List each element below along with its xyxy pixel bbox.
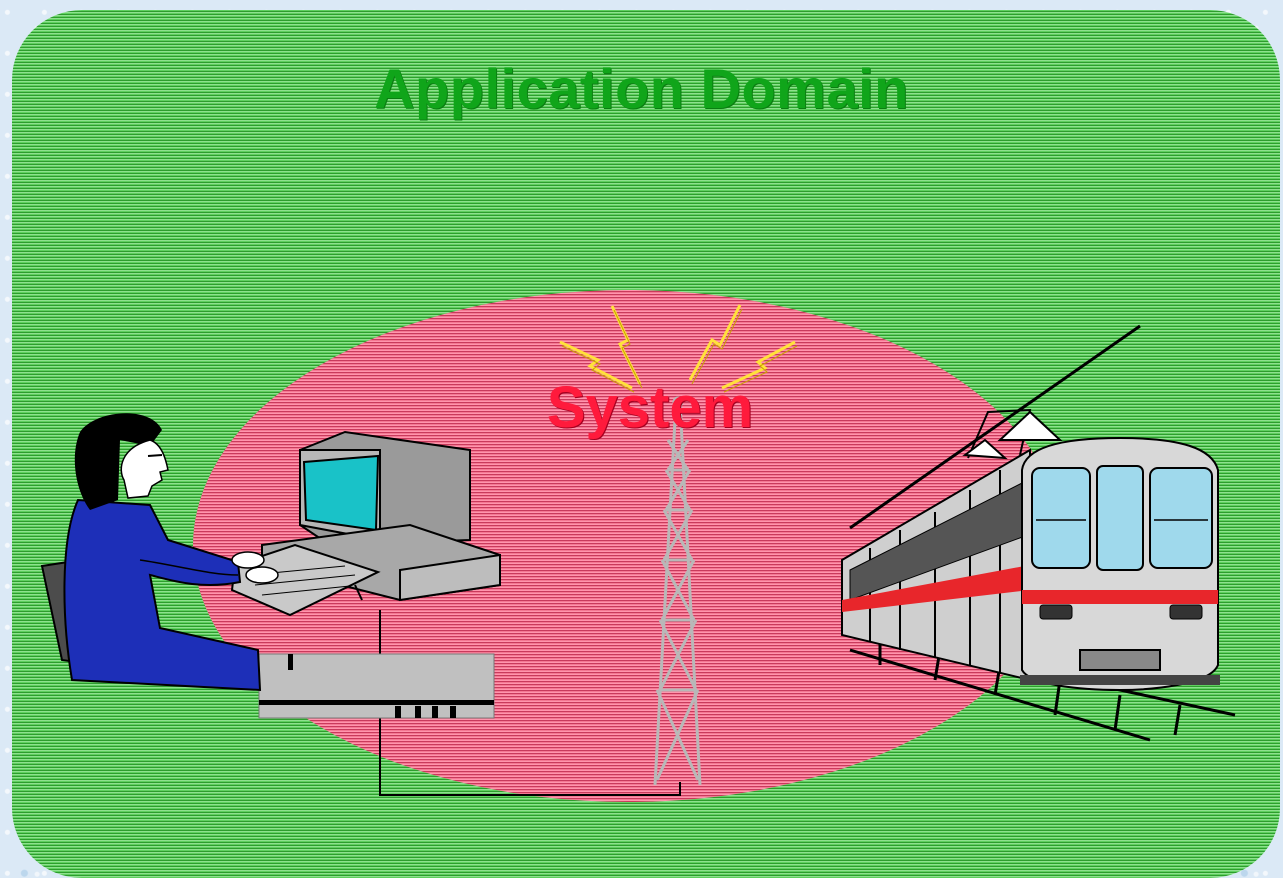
application-domain-title: Application Domain <box>374 57 909 120</box>
operator-person-icon <box>40 413 279 692</box>
computer-terminal-icon <box>230 430 501 719</box>
radio-tower-icon <box>653 396 702 786</box>
electric-train-icon <box>841 324 1236 742</box>
system-title: System <box>546 375 754 440</box>
